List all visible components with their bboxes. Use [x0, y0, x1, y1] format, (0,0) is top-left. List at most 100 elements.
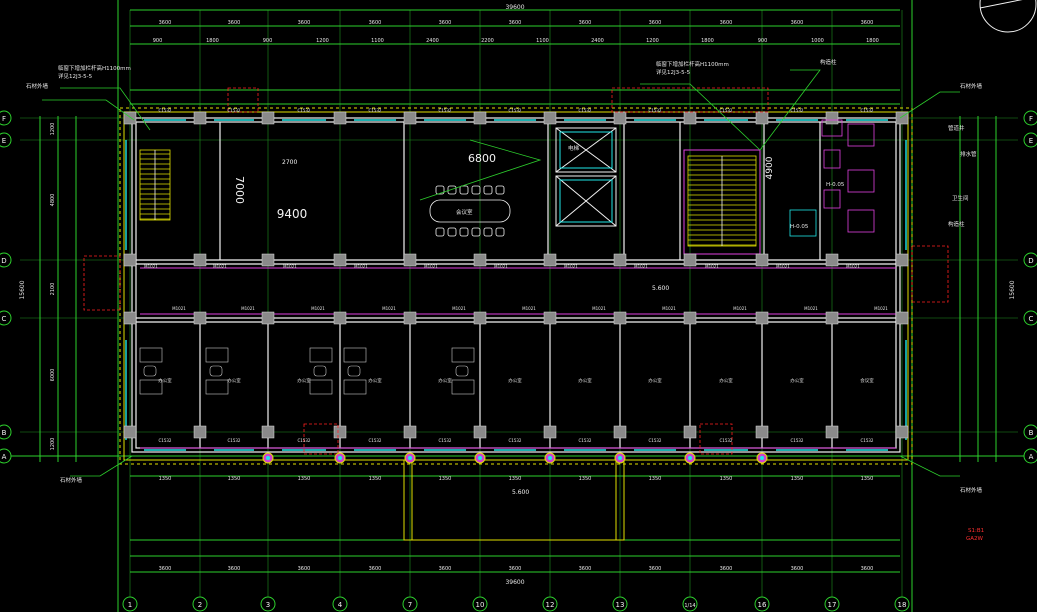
axis-number-label: 10 — [476, 601, 485, 609]
door-tag: M1021 — [213, 264, 227, 269]
note-wc: 卫生间 — [952, 194, 969, 202]
axis-bubble — [1023, 252, 1037, 268]
column — [473, 425, 487, 439]
desk-chair — [143, 365, 157, 377]
column — [473, 253, 487, 267]
top-dim: 3600 — [791, 20, 804, 26]
window-tag: C1532 — [439, 438, 452, 443]
grid-axis-lines — [20, 10, 1018, 598]
elev-front: 5.600 — [512, 489, 529, 496]
bottom-dim: 3600 — [439, 566, 452, 572]
top-dim-2: 2400 — [426, 38, 439, 44]
room-label: 办公室 — [227, 377, 241, 384]
columns — [123, 111, 909, 439]
stamp-1: S1:B1 — [968, 528, 984, 534]
axis-letter-label: A — [2, 453, 7, 461]
bottom-dim: 3600 — [861, 566, 874, 572]
door-tag: M1021 — [733, 306, 747, 311]
top-dim-2: 1200 — [316, 38, 329, 44]
column — [825, 111, 839, 125]
window-tag: C1532 — [649, 108, 662, 113]
column — [895, 253, 909, 267]
top-dim: 3600 — [720, 20, 733, 26]
bottom-dim-2: 1350 — [369, 476, 382, 482]
downpipe-core — [548, 456, 552, 460]
window-tag: C1532 — [369, 438, 382, 443]
door-tag: M1021 — [241, 306, 255, 311]
bottom-dim-2: 1350 — [228, 476, 241, 482]
room-label: 办公室 — [508, 377, 522, 384]
window-tag: C1532 — [159, 108, 172, 113]
desk-chair — [209, 365, 223, 377]
room-label: 办公室 — [158, 377, 172, 384]
axis-bubble — [1023, 110, 1037, 126]
desk — [343, 379, 367, 395]
column — [261, 311, 275, 325]
desk-chair — [313, 365, 327, 377]
desk — [205, 347, 229, 363]
note-bottom-left: 石材外墙 — [60, 476, 83, 484]
downpipe-core — [266, 456, 270, 460]
column — [683, 111, 697, 125]
desk — [309, 347, 333, 363]
note-mid-1: 临窗下增加栏杆高H1100mm — [656, 60, 729, 68]
dim-9400: 9400 — [277, 207, 308, 221]
column — [193, 111, 207, 125]
column — [193, 311, 207, 325]
axis-number-label: 17 — [828, 601, 837, 609]
column — [403, 425, 417, 439]
column — [123, 253, 137, 267]
axis-letter-label: A — [1029, 453, 1034, 461]
axis-bubble — [0, 252, 12, 268]
column — [543, 111, 557, 125]
room-lift: 电梯 — [568, 144, 580, 152]
bottom-dim: 3600 — [649, 566, 662, 572]
door-tag: M1021 — [283, 264, 297, 269]
desk — [139, 347, 163, 363]
column — [683, 253, 697, 267]
desk-chair — [347, 365, 361, 377]
axis-bubble — [122, 596, 138, 612]
downpipe-core — [338, 456, 342, 460]
axis-bubble — [612, 596, 628, 612]
bottom-dim: 3600 — [791, 566, 804, 572]
stair-right — [687, 155, 757, 247]
window-tag: C1532 — [439, 108, 452, 113]
bottom-dim: 3600 — [720, 566, 733, 572]
left-dim: 2100 — [50, 283, 56, 296]
bottom-dim-2: 1350 — [720, 476, 733, 482]
door-tag: M1021 — [311, 306, 325, 311]
column — [193, 425, 207, 439]
chair — [435, 227, 445, 237]
door-tag: M1021 — [874, 306, 888, 311]
column — [543, 253, 557, 267]
axis-bubble — [0, 448, 12, 464]
desk — [451, 379, 475, 395]
window-tag: C1532 — [369, 108, 382, 113]
axis-bubble — [754, 596, 770, 612]
window-tag: C1532 — [720, 108, 733, 113]
desk — [205, 379, 229, 395]
left-dim: 6000 — [50, 369, 56, 382]
room-label: 办公室 — [578, 377, 592, 384]
bottom-dim: 3600 — [509, 566, 522, 572]
note-left-2: 详见12J3-5-5 — [58, 72, 93, 80]
downpipes — [262, 452, 768, 464]
window-tag: C1532 — [509, 108, 522, 113]
column — [333, 425, 347, 439]
top-dim: 3600 — [509, 20, 522, 26]
axis-letter-label: F — [2, 115, 6, 123]
column — [123, 425, 137, 439]
top-dim-2: 900 — [153, 38, 163, 44]
door-tag: M1021 — [634, 264, 648, 269]
right-overall-dim: 15600 — [1009, 280, 1016, 299]
office-partitions — [199, 322, 833, 448]
window-tag: C1532 — [861, 108, 874, 113]
axis-bubble — [402, 596, 418, 612]
door-tag: M1021 — [144, 264, 158, 269]
chair — [459, 185, 469, 195]
column — [613, 253, 627, 267]
note-outer-right: 石材外墙 — [960, 82, 983, 90]
note-left-1: 临窗下增加栏杆高H1100mm — [58, 64, 131, 72]
